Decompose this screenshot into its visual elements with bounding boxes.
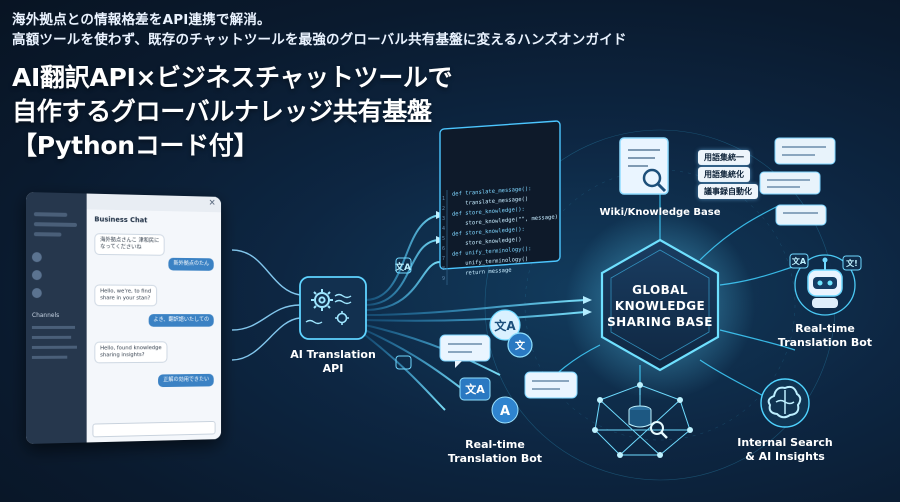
translate-bubbles	[439, 309, 578, 424]
robot-icon	[794, 254, 856, 316]
api-gear-icon	[311, 289, 333, 311]
chat-title: Business Chat	[94, 215, 148, 225]
lede-line-1: 海外拠点との情報格差をAPI連携で解消。	[12, 12, 271, 28]
hub-label: GLOBAL KNOWLEDGE SHARING BASE	[607, 283, 713, 329]
window-titlebar: ✕	[86, 193, 222, 213]
code-snippet: def translate_message(): translate_messa…	[452, 182, 558, 279]
svg-text:文: 文	[515, 339, 526, 352]
wiki-tag: 用語集統一	[698, 150, 750, 165]
svg-text:文A: 文A	[394, 261, 411, 273]
right-chat-bubbles	[759, 137, 836, 226]
business-chat-window: Channels ✕ Business Chat 海外拠点さんこ 津和民に なっ…	[26, 192, 222, 444]
svg-text:6: 6	[442, 246, 445, 252]
close-icon[interactable]: ✕	[208, 198, 216, 209]
svg-text:3: 3	[442, 216, 445, 222]
bot-right-label: Real-time Translation Bot	[777, 322, 873, 349]
svg-text:5: 5	[442, 236, 445, 242]
svg-text:文A: 文A	[494, 318, 516, 333]
search-label: Internal Search & AI Insights	[737, 436, 833, 463]
wiki-label: Wiki/Knowledge Base	[599, 207, 721, 218]
svg-text:文A: 文A	[465, 382, 485, 396]
title-line-2: 自作するグローバルナレッジ共有基盤	[12, 97, 432, 126]
svg-text:1: 1	[442, 196, 445, 202]
chat-message-5: Hello, found knowledge sharing insights?	[94, 341, 168, 364]
api-label: AI Translation API	[290, 348, 376, 375]
svg-text:4: 4	[442, 226, 445, 232]
channels-label: Channels	[31, 312, 60, 319]
lede-line-2: 高額ツールを使わず、既存のチャットツールを最強のグローバル共有基盤に変えるハンズ…	[12, 32, 627, 48]
svg-text:文A: 文A	[792, 256, 807, 266]
chat-message-1: 海外拠点さんこ 津和民に なってくださいね	[94, 233, 165, 256]
chat-main-pane: ✕ Business Chat 海外拠点さんこ 津和民に なってくださいね新外拠…	[86, 193, 222, 443]
chat-message-2: 新外拠点のたん	[168, 257, 214, 271]
input-flow-lines	[231, 249, 301, 361]
chat-message-6: 正解の効用できたい	[158, 373, 214, 388]
chat-message-4: よき、翻訳語いたしての	[148, 314, 214, 327]
bot-bottom-label: Real-time Translation Bot	[447, 438, 543, 465]
svg-text:7: 7	[442, 256, 445, 262]
wiki-tag: 用語集統化	[698, 167, 750, 182]
svg-text:文!: 文!	[846, 258, 858, 268]
hub-hexagon	[600, 238, 720, 372]
robot-speech-icons	[789, 253, 862, 271]
svg-text:8: 8	[442, 266, 445, 272]
database-network	[594, 384, 691, 456]
svg-text:9: 9	[442, 276, 445, 282]
code-panel	[439, 120, 561, 285]
title-line-3: 【Pythonコード付】	[12, 131, 259, 160]
chat-sidebar: Channels	[26, 192, 87, 444]
title-line-1: AI翻訳API×ビジネスチャットツールで	[12, 63, 453, 92]
code-line-numbers: 1 2 3 4 5 6 7 8 9	[442, 196, 445, 282]
wiki-tag: 議事録自動化	[698, 184, 758, 199]
api-box	[299, 276, 367, 340]
database-search-icon	[628, 405, 668, 439]
brain-icon	[760, 378, 810, 428]
wiki-document-icon	[619, 137, 669, 195]
message-input[interactable]	[92, 420, 216, 438]
chat-message-3: Hello, we're, to find share in your stan…	[94, 284, 157, 307]
svg-text:2: 2	[442, 206, 445, 212]
svg-text:A: A	[500, 404, 510, 419]
